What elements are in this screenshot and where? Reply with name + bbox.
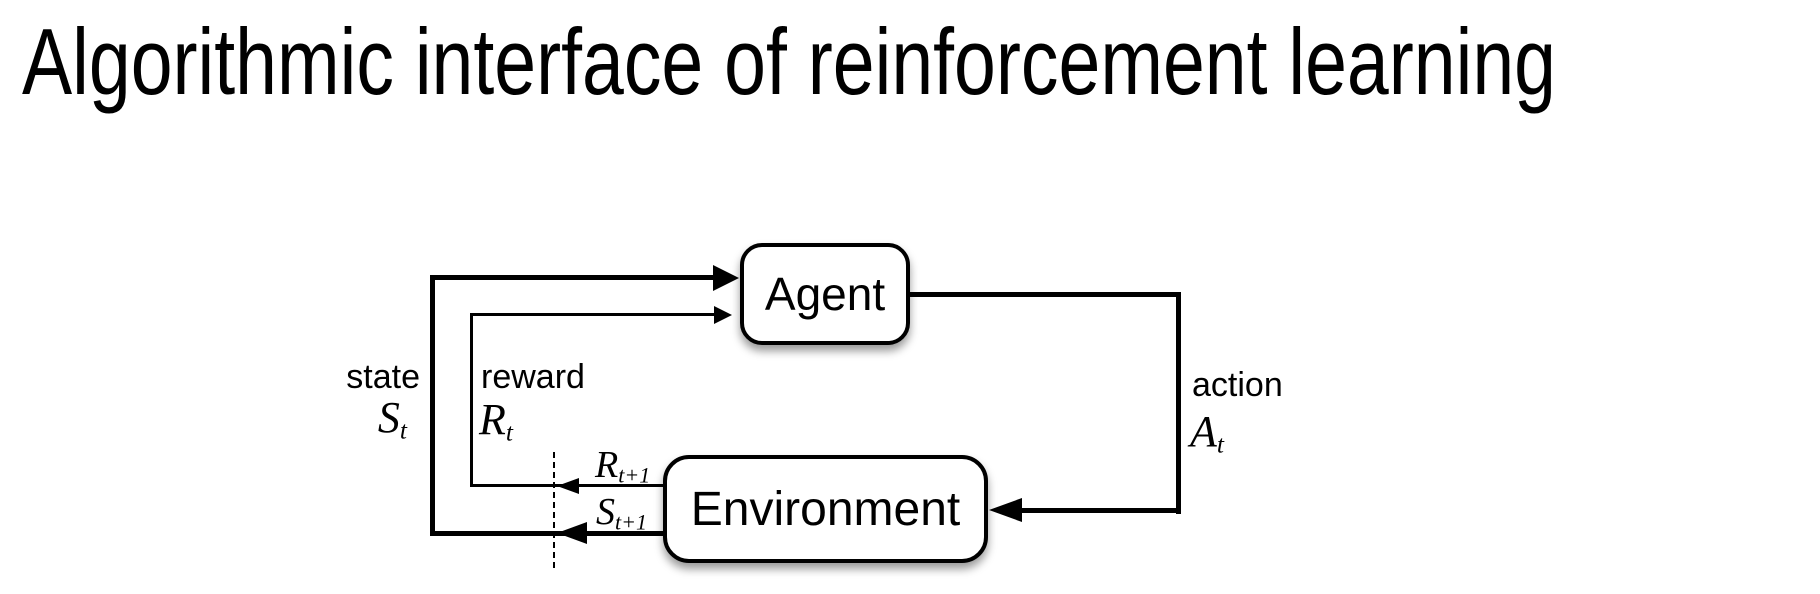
next-reward-arrowhead-icon [557,478,579,494]
reward-arrowhead-agent-icon [714,306,732,324]
time-boundary-dashed-line [553,452,555,568]
action-line-top [906,292,1181,297]
state-arrowhead-agent-icon [713,265,739,291]
next-reward-symbol: Rt+1 [595,444,651,488]
reward-line-vertical [470,313,473,487]
action-label: action [1192,366,1283,404]
reward-symbol: Rt [479,395,513,447]
next-state-symbol: St+1 [596,491,648,535]
page-title: Algorithmic interface of reinforcement l… [22,9,1556,114]
reward-label: reward [481,358,585,396]
reward-line-top [470,313,714,316]
action-arrowhead-environment-icon [989,498,1022,522]
state-label: state [346,358,420,396]
environment-node: Environment [663,455,988,563]
agent-label: Agent [764,268,886,320]
next-state-line [430,531,665,536]
state-line-top [430,275,714,280]
environment-label: Environment [690,482,961,536]
action-symbol: At [1190,407,1224,459]
agent-node: Agent [740,243,910,345]
action-line-bottom [1021,508,1181,513]
action-line-vertical [1176,292,1181,514]
next-state-arrowhead-icon [557,522,587,544]
state-symbol: St [377,393,407,445]
state-line-vertical [430,275,435,536]
